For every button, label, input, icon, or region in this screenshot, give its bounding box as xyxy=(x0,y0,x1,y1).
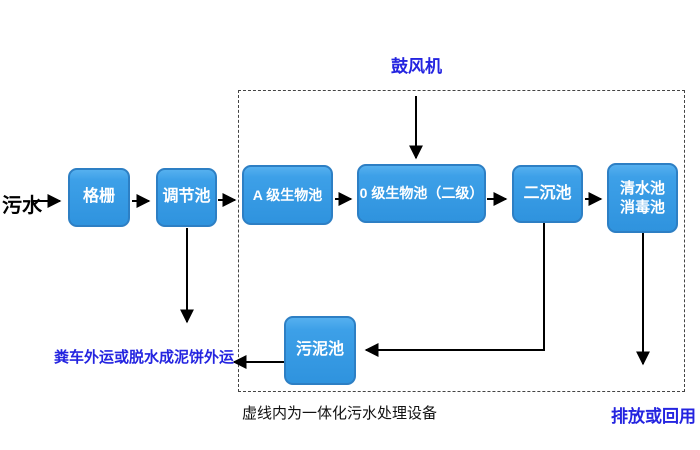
node-sludge-tank-label: 污泥池 xyxy=(295,341,344,359)
discharge-reuse-label: 排放或回用 xyxy=(611,407,696,426)
node-regulating-tank: 调节池 xyxy=(156,168,217,227)
node-clear-water-label: 清水池 xyxy=(619,179,665,197)
node-a-bio-tank-label: A 级生物池 xyxy=(252,186,323,203)
node-disinfection-label: 消毒池 xyxy=(619,199,665,216)
node-secondary-sedimentation-label: 二沉池 xyxy=(523,184,572,202)
node-o-bio-tank: 0 级生物池（二级） xyxy=(357,164,486,223)
node-regulating-tank-label: 调节池 xyxy=(162,188,211,206)
node-grid-label: 格栅 xyxy=(82,188,115,206)
dashed-equipment-boundary xyxy=(238,90,685,392)
node-clear-water-disinfection-tank: 清水池 消毒池 xyxy=(607,163,678,233)
node-o-bio-tank-label: 0 级生物池（二级） xyxy=(359,185,484,202)
dashed-boundary-caption: 虚线内为一体化污水处理设备 xyxy=(242,405,438,422)
node-a-bio-tank: A 级生物池 xyxy=(242,165,333,225)
node-secondary-sedimentation-tank: 二沉池 xyxy=(512,165,583,223)
sewage-inflow-label: 污水 xyxy=(2,195,42,217)
sludge-external-transport-label: 粪车外运或脱水成泥饼外运 xyxy=(54,349,235,366)
node-grid: 格栅 xyxy=(68,168,130,227)
blower-label: 鼓风机 xyxy=(391,57,442,76)
node-sludge-tank: 污泥池 xyxy=(284,316,356,385)
